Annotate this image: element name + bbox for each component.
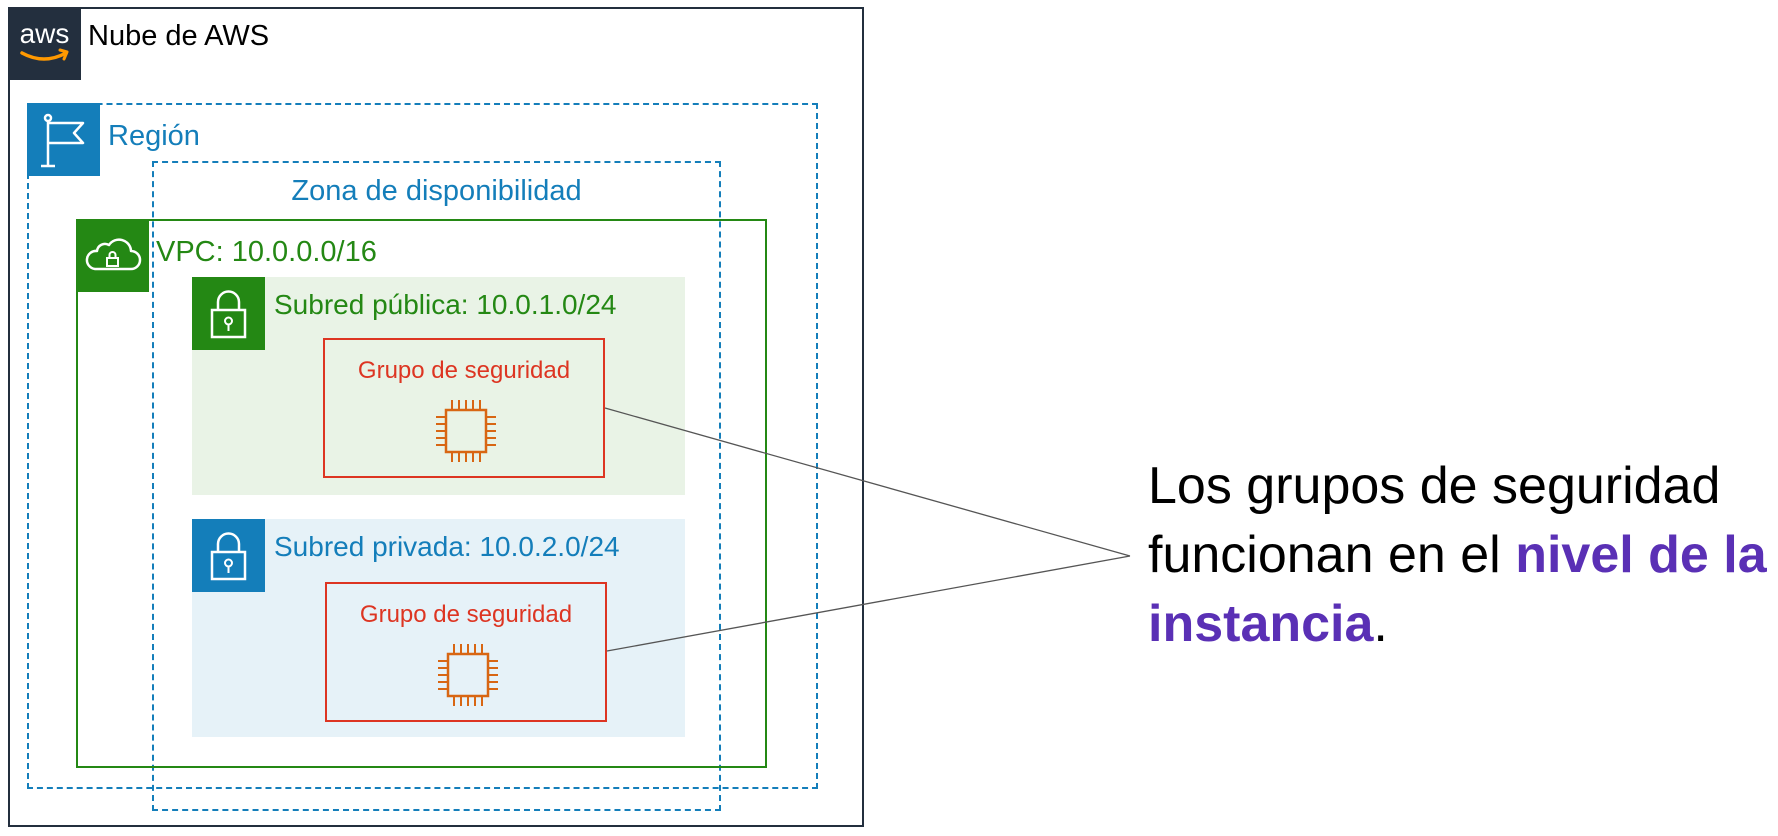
ec2-instance-chip-icon [434,640,502,710]
aws-cloud-label: Nube de AWS [88,20,270,52]
public-subnet-container [192,277,685,495]
ec2-instance-chip-icon [432,396,500,466]
security-group-public: Grupo de seguridad [323,338,605,478]
connector-line-private [606,555,1131,652]
callout-text: Los grupos de seguridad funcionan en el … [1148,452,1773,659]
vpc-container [76,219,767,768]
security-group-label: Grupo de seguridad [359,601,573,628]
availability-zone-container [152,161,721,811]
aws-cloud-container [8,7,864,827]
region-container [27,103,818,789]
connector-line-public [604,407,1131,557]
region-flag-icon [27,103,100,176]
availability-zone-label: Zona de disponibilidad [291,175,582,207]
aws-logo-icon: aws [8,7,81,80]
vpc-label: VPC: 10.0.0.0/16 [156,236,377,268]
private-subnet-label: Subred privada: 10.0.2.0/24 [274,531,620,562]
callout-text-before: Los grupos de seguridad funcionan en el [1148,457,1721,584]
region-label: Región [108,120,200,152]
security-group-label: Grupo de seguridad [357,357,571,384]
public-subnet-padlock-icon [192,277,265,350]
private-subnet-container [192,519,685,737]
private-subnet-padlock-icon [192,519,265,592]
security-group-private: Grupo de seguridad [325,582,607,722]
aws-logo-text: aws [20,18,70,49]
public-subnet-label: Subred pública: 10.0.1.0/24 [274,289,617,320]
vpc-cloud-lock-icon [76,219,149,292]
callout-emphasis: nivel de la instancia [1148,526,1767,653]
callout-text-after: . [1373,595,1388,653]
